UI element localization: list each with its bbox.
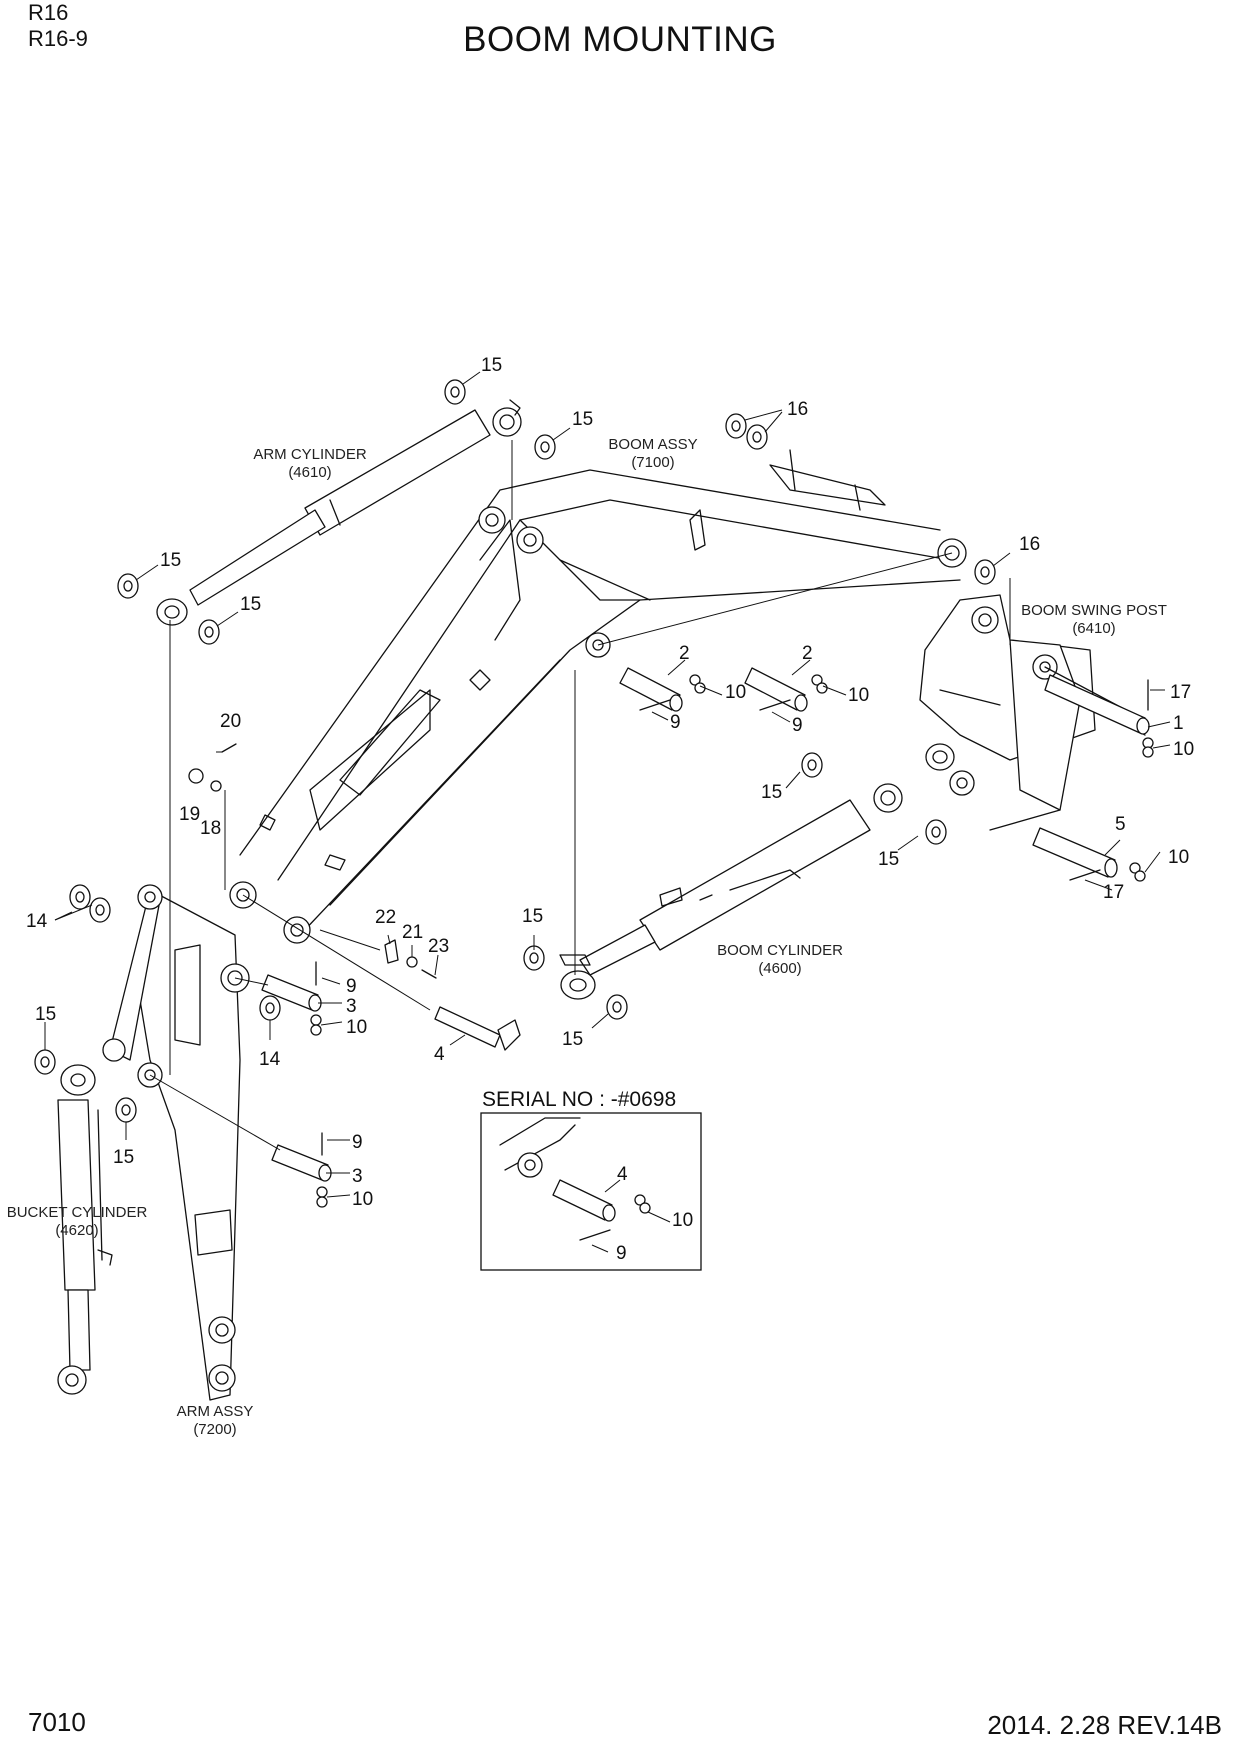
model-code: R16	[28, 0, 69, 25]
callout-number: 10	[1173, 739, 1194, 760]
inset-serial-label: SERIAL NO : -#0698	[482, 1088, 676, 1111]
callout-number: 10	[672, 1210, 693, 1231]
callout-number: 15	[562, 1029, 583, 1050]
boom-swing-post-code: (6410)	[1072, 620, 1115, 637]
callout-number: 21	[402, 922, 423, 943]
callout-number: 22	[375, 907, 396, 928]
arm-cylinder-name: ARM CYLINDER	[253, 446, 367, 463]
callout-number: 9	[346, 976, 357, 997]
callout-number: 17	[1103, 882, 1124, 903]
callout-number: 3	[346, 996, 357, 1017]
arm-assembly-drawing	[102, 884, 250, 1401]
callout-number: 9	[792, 715, 803, 736]
arm-cylinder-code: (4610)	[288, 464, 331, 481]
callout-number: 3	[352, 1166, 363, 1187]
callout-number: 16	[787, 399, 808, 420]
callout-number: 10	[848, 685, 869, 706]
callout-number: 10	[725, 682, 746, 703]
callout-number: 4	[434, 1044, 445, 1065]
bucket-cylinder-code: (4620)	[55, 1222, 98, 1239]
callout-number: 1	[1173, 713, 1184, 734]
callout-number: 14	[259, 1049, 281, 1070]
callout-number: 9	[352, 1132, 363, 1153]
callout-number: 18	[200, 818, 221, 839]
callout-number: 15	[878, 849, 899, 870]
callout-number: 15	[113, 1147, 134, 1168]
revision-date: 2014. 2.28 REV.14B	[987, 1710, 1222, 1740]
callout-number: 15	[572, 409, 593, 430]
bucket-cylinder-name: BUCKET CYLINDER	[7, 1204, 148, 1221]
callout-number: 15	[481, 355, 502, 376]
callout-number: 14	[26, 911, 48, 932]
boom-cylinder-code: (4600)	[758, 960, 801, 977]
callout-number: 16	[1019, 534, 1040, 555]
assembly-labels: ARM CYLINDER (4610) BOOM ASSY (7100) BOO…	[7, 436, 1167, 1438]
callout-numbers: 15 15 16 16 15 15 2 2 10 10 9 9 17 1 10 …	[26, 355, 1194, 1264]
callout-number: 2	[679, 643, 690, 664]
callout-number: 4	[617, 1164, 628, 1185]
callout-number: 23	[428, 936, 449, 957]
callout-number: 15	[240, 594, 261, 615]
boom-swing-post-name: BOOM SWING POST	[1021, 602, 1167, 619]
boom-assy-code: (7100)	[631, 454, 674, 471]
serial-inset: SERIAL NO : -#0698	[480, 1088, 702, 1271]
boom-cylinder-drawing	[559, 783, 903, 1000]
callout-number: 15	[160, 550, 181, 571]
boom-cylinder-name: BOOM CYLINDER	[717, 942, 843, 959]
leader-lines	[44, 371, 1171, 1198]
callout-number: 15	[522, 906, 543, 927]
model-variant: R16-9	[28, 26, 88, 51]
arm-assy-code: (7200)	[193, 1421, 236, 1438]
callout-number: 10	[352, 1189, 373, 1210]
callout-number: 20	[220, 711, 241, 732]
callout-number: 17	[1170, 682, 1191, 703]
page-number: 7010	[28, 1707, 86, 1737]
callout-number: 5	[1115, 814, 1126, 835]
arm-cylinder-drawing	[156, 399, 522, 626]
inset-frame	[480, 1112, 702, 1271]
callout-number: 9	[670, 712, 681, 733]
boom-assy-name: BOOM ASSY	[608, 436, 697, 453]
callout-number: 19	[179, 804, 200, 825]
callout-number: 15	[761, 782, 782, 803]
bucket-cylinder-drawing	[57, 1064, 113, 1395]
arm-assy-name: ARM ASSY	[177, 1403, 254, 1420]
callout-number: 10	[1168, 847, 1189, 868]
callout-number: 10	[346, 1017, 367, 1038]
callout-number: 9	[616, 1243, 627, 1264]
callout-number: 15	[35, 1004, 56, 1025]
hardware-parts	[34, 379, 1154, 1208]
callout-number: 2	[802, 643, 813, 664]
page-title: BOOM MOUNTING	[463, 20, 777, 59]
